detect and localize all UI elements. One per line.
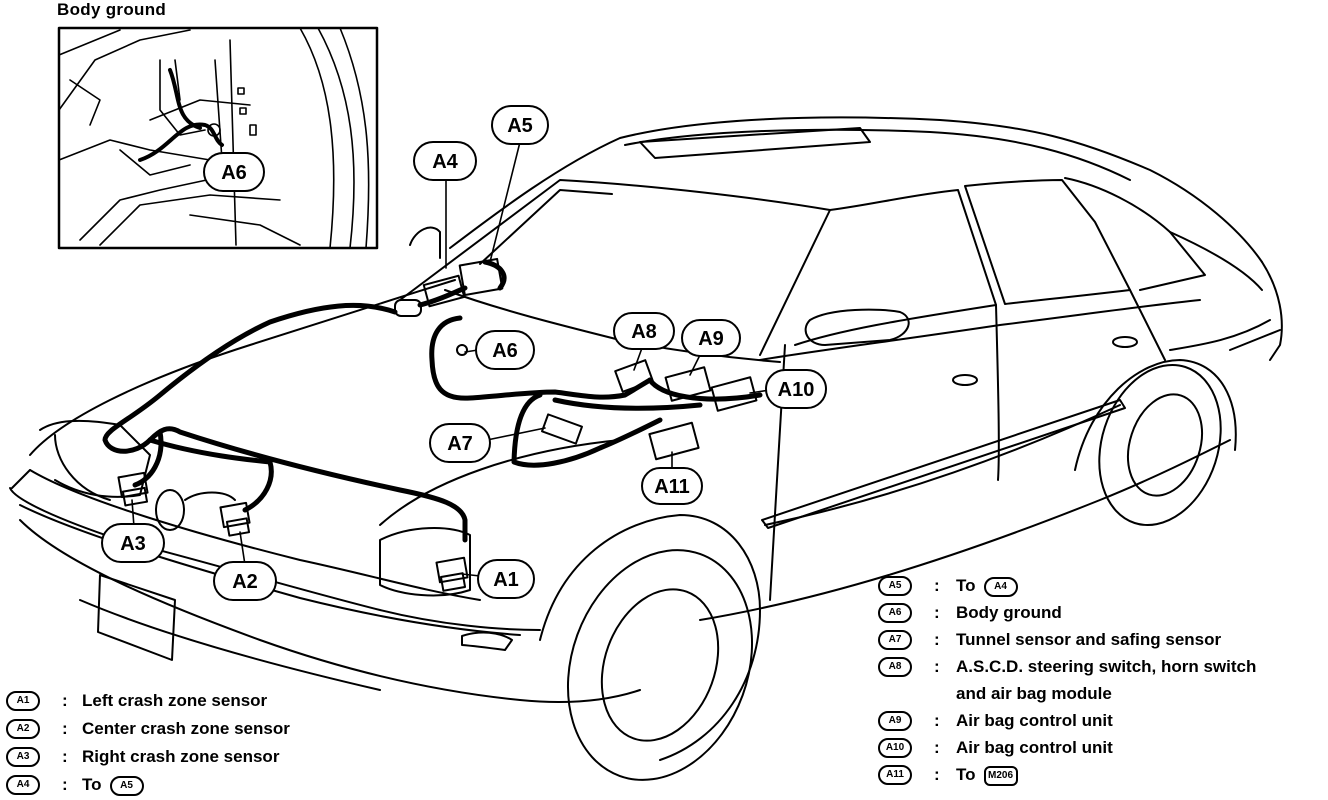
svg-text:A9: A9: [698, 328, 724, 350]
legend-badge: A2: [6, 719, 40, 739]
callout-A7: A7: [429, 423, 491, 463]
callout-A4: A4: [413, 141, 477, 181]
legend-text: Left crash zone sensor: [82, 691, 268, 710]
svg-text:A4: A4: [432, 151, 458, 173]
connectors: [117, 257, 758, 592]
callout-A10: A10: [765, 369, 827, 409]
callout-A2: A2: [213, 561, 277, 601]
callout-labels: A1 A2 A3 A4 A5 A6 A7 A8 A9 A10 A11 A6: [101, 105, 827, 601]
svg-text:A5: A5: [507, 115, 533, 137]
leader-lines: [131, 141, 771, 579]
legend-ref-badge: A5: [109, 775, 144, 796]
svg-text:A8: A8: [631, 321, 657, 343]
svg-text:A11: A11: [654, 476, 690, 498]
legend-text: Air bag control unit: [956, 711, 1113, 730]
legend-badge: A9: [878, 711, 912, 731]
svg-text:A10: A10: [778, 379, 815, 401]
inset-wire: [138, 68, 224, 162]
legend-text: Tunnel sensor and safing sensor: [956, 630, 1222, 649]
inset-frame: [57, 26, 379, 250]
callout-A11: A11: [641, 467, 703, 505]
svg-text:A6: A6: [492, 340, 518, 362]
legend-text: and air bag module: [956, 684, 1112, 703]
callout-A5: A5: [491, 105, 549, 145]
svg-text:A6: A6: [221, 162, 247, 184]
legend-badge: A6: [878, 603, 912, 623]
legend-text: A.S.C.D. steering switch, horn switch: [956, 657, 1257, 676]
svg-text:A1: A1: [493, 569, 519, 591]
callout-A6: A6: [475, 330, 535, 370]
legend-ref-badge: M206: [983, 765, 1018, 786]
legend-badge: A10: [878, 738, 912, 758]
legend-text: Center crash zone sensor: [82, 719, 290, 738]
callout-A8: A8: [613, 312, 675, 350]
inset-title: Body ground: [57, 0, 167, 19]
legend-badge: A5: [878, 576, 912, 596]
legend-badge: A4: [6, 775, 40, 795]
car-body: [9, 116, 1283, 781]
harness: [102, 259, 763, 543]
legend-badge: A3: [6, 747, 40, 767]
svg-text:A2: A2: [232, 571, 258, 593]
legend-ref-badge: A4: [983, 576, 1018, 597]
legend-left: A1 : Left crash zone sensor A2 : Center …: [6, 688, 366, 800]
svg-text:A7: A7: [447, 433, 473, 455]
legend-badge: A11: [878, 765, 912, 785]
legend-badge: A7: [878, 630, 912, 650]
legend-text: Air bag control unit: [956, 738, 1113, 757]
callout-A1: A1: [477, 559, 535, 599]
callout-A3: A3: [101, 523, 165, 563]
legend-text: Right crash zone sensor: [82, 747, 280, 766]
svg-text:A3: A3: [120, 533, 146, 555]
callout-A9: A9: [681, 319, 741, 357]
legend-badge: A8: [878, 657, 912, 677]
inset-callout-A6: A6: [203, 152, 265, 192]
legend-text: Body ground: [956, 603, 1062, 622]
legend-badge: A1: [6, 691, 40, 711]
inset-detail: [58, 27, 370, 249]
